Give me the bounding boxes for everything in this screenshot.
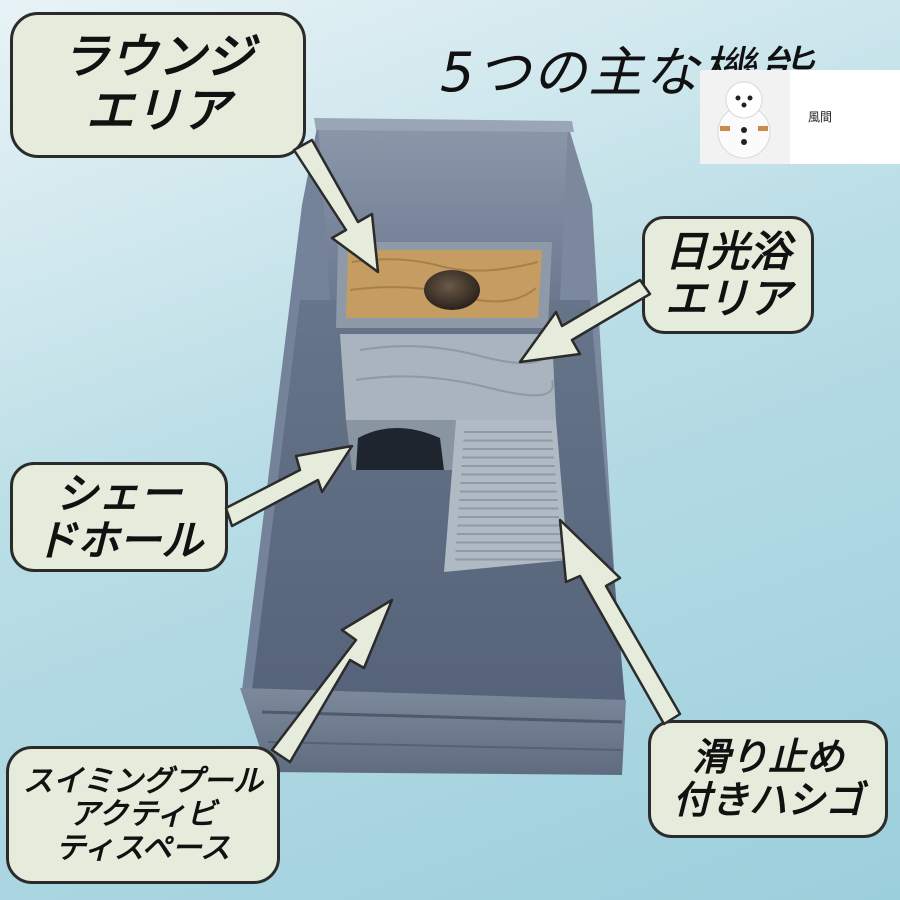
callout-line: エリア [664,274,791,323]
lounge-tray [336,242,552,328]
seller-tag: 風間 [700,70,900,164]
tank-rim [314,118,574,132]
callout-shade-hole: シェー ドホール [10,462,228,572]
callout-line: シェー [55,468,182,518]
white-dog-photo [700,70,790,164]
callout-line: ティスペース [55,830,231,866]
ladder [444,420,568,572]
turtle [424,270,480,310]
callout-lounge-area: ラウンジ エリア [10,12,306,158]
callout-line: ラウンジ [61,29,254,86]
callout-line: 日光浴 [664,226,791,276]
callout-line: ドホール [34,516,203,565]
callout-line: 付きハシゴ [672,778,863,822]
seller-name: 風間 [808,110,833,124]
callout-line: 滑り止め [691,735,844,780]
callout-line: スイミングプール [23,763,263,799]
callout-line: エリア [85,83,230,139]
tank-front-wall [240,688,626,775]
sunbathing-platform [340,334,556,470]
callout-line: アクティビ [69,797,217,833]
callout-sunbathing-area: 日光浴 エリア [642,216,814,334]
callout-non-slip-ladder: 滑り止め 付きハシゴ [648,720,888,838]
callout-swimming-pool: スイミングプール アクティビ ティスペース [6,746,280,884]
shade-hole-opening [356,428,444,470]
